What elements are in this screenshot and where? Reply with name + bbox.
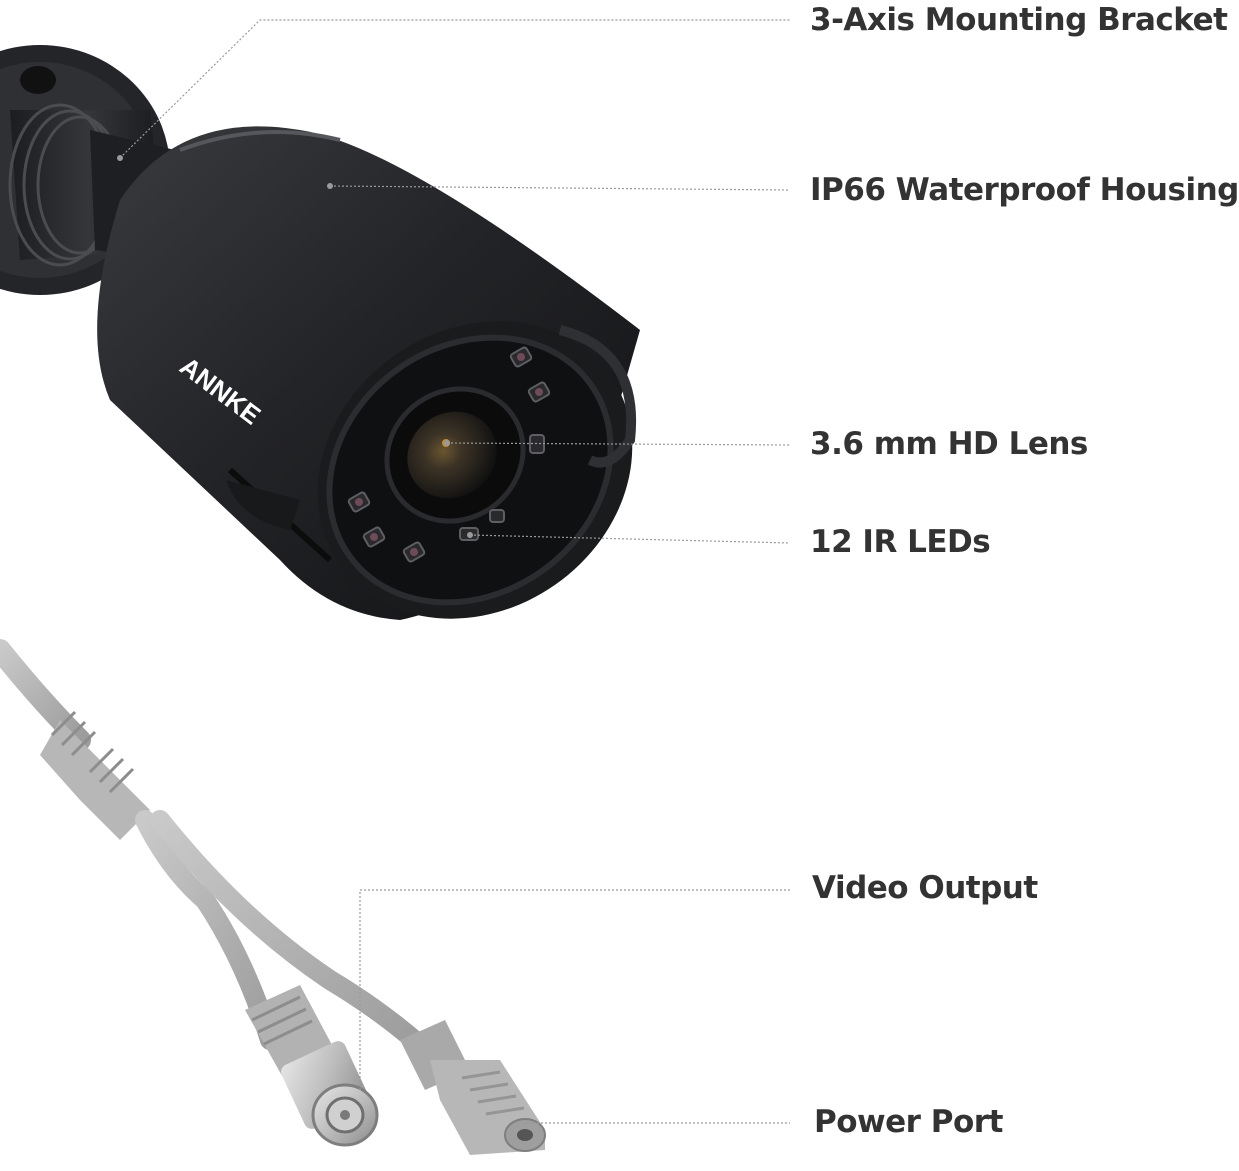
- callout-mounting-bracket: 3-Axis Mounting Bracket: [810, 2, 1228, 38]
- bnc-connector-icon: [245, 985, 379, 1147]
- leader-lines: [119, 19, 791, 1124]
- callout-power-port: Power Port: [814, 1104, 1003, 1140]
- product-diagram: ANNKE: [0, 19, 791, 1155]
- dc-power-connector-icon: [400, 1020, 546, 1155]
- callout-waterproof-housing: IP66 Waterproof Housing: [810, 172, 1239, 208]
- callout-hd-lens: 3.6 mm HD Lens: [810, 426, 1088, 462]
- cable: [0, 639, 430, 1055]
- camera-illustration: ANNKE: [0, 19, 791, 1155]
- callout-video-output: Video Output: [812, 870, 1038, 906]
- lens: [384, 386, 526, 524]
- callout-ir-leds: 12 IR LEDs: [810, 524, 991, 560]
